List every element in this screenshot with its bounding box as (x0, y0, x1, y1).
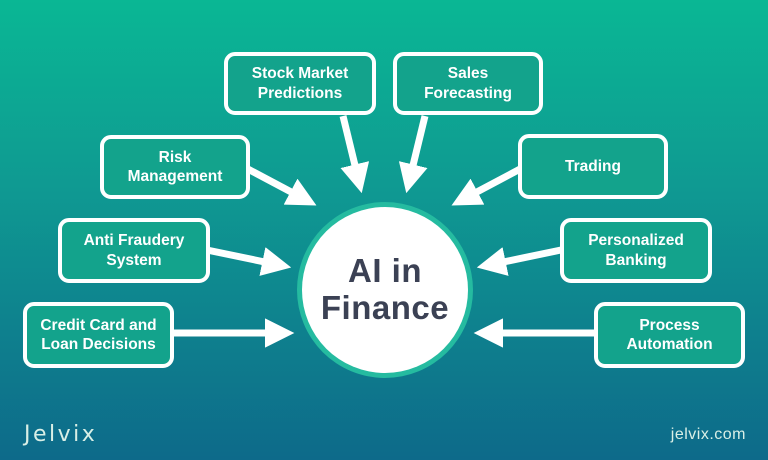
brand-logo: Jelvix (24, 422, 98, 447)
node-process-automation: Process Automation (594, 302, 745, 368)
arrow-sales-to-center (398, 115, 429, 194)
node-anti-fraudery-system: Anti Fraudery System (58, 218, 210, 283)
center-title: AI in Finance (320, 252, 450, 326)
arrow-banking-to-center (476, 246, 562, 276)
node-sales-forecasting: Sales Forecasting (393, 52, 543, 115)
arrow-stock-to-center (339, 115, 370, 194)
node-trading: Trading (518, 134, 668, 199)
node-label: Personalized Banking (588, 232, 684, 269)
node-label: Credit Card and Loan Decisions (40, 316, 157, 353)
node-label: Process Automation (626, 316, 713, 353)
arrow-fraud-to-center (206, 246, 292, 276)
node-credit-card-loan-decisions: Credit Card and Loan Decisions (23, 302, 174, 368)
arrow-risk-to-center (244, 164, 317, 206)
node-label: Trading (565, 157, 621, 175)
arrow-trading-to-center (451, 164, 524, 206)
node-risk-management: Risk Management (100, 135, 250, 199)
node-label: Risk Management (127, 148, 223, 185)
node-personalized-banking: Personalized Banking (560, 218, 712, 283)
node-label: Sales Forecasting (424, 65, 512, 102)
node-label: Stock Market Predictions (251, 65, 349, 102)
node-stock-market-predictions: Stock Market Predictions (224, 52, 376, 115)
node-label: Anti Fraudery System (83, 232, 185, 269)
website-url: jelvix.com (670, 426, 746, 443)
center-circle: AI in Finance (302, 207, 468, 373)
